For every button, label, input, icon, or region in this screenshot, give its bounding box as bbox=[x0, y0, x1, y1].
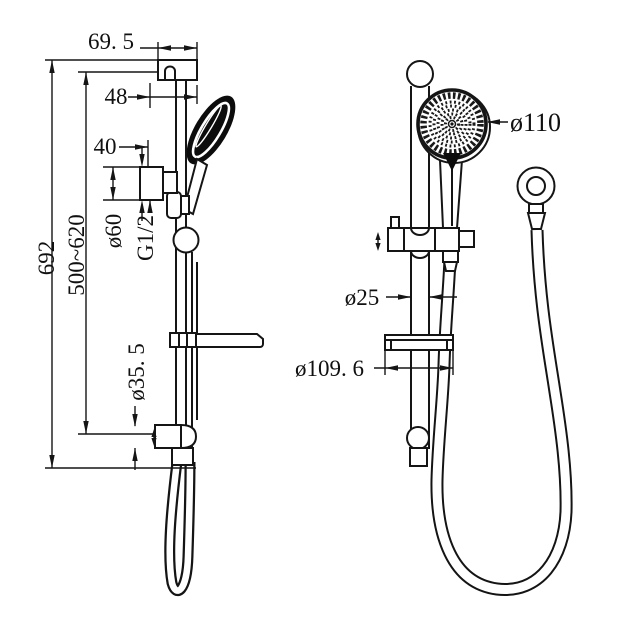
arrowhead bbox=[132, 448, 138, 461]
arrowhead bbox=[184, 45, 197, 51]
bracket-top-dip bbox=[410, 227, 430, 236]
wall-bracket-block-side bbox=[139, 166, 164, 201]
rail-bottom-stub bbox=[409, 447, 428, 467]
arrowhead bbox=[83, 421, 89, 434]
soap-dish-side bbox=[195, 333, 264, 348]
soap-dish-front bbox=[384, 334, 454, 351]
shower-head-front bbox=[416, 88, 491, 171]
dim-total-height: 692 bbox=[34, 241, 59, 276]
top-wall-bracket-side bbox=[157, 59, 198, 81]
elbow-stem bbox=[528, 203, 544, 214]
arrowhead bbox=[151, 438, 157, 446]
hose-front-outer bbox=[430, 229, 573, 596]
elbow-nut bbox=[526, 212, 547, 230]
side-view bbox=[139, 59, 264, 597]
arrowhead bbox=[49, 455, 55, 468]
arrowhead bbox=[49, 60, 55, 73]
arrowhead bbox=[385, 365, 398, 371]
arrowhead bbox=[440, 365, 453, 371]
dim-bottom-bracket-diameter: ø35. 5 bbox=[124, 343, 149, 401]
dim-rail-adjustable-range: 500~620 bbox=[64, 214, 89, 295]
arrowhead bbox=[184, 94, 197, 100]
nozzle-ring-3 bbox=[436, 108, 468, 140]
arrowhead bbox=[429, 294, 442, 300]
dimension-lines bbox=[45, 42, 508, 470]
slider-knob-side bbox=[172, 226, 200, 254]
bottom-bracket-side bbox=[154, 424, 198, 449]
rail-hook-slot bbox=[164, 65, 176, 80]
dimension-labels: 69. 5 48 40 692 500~620 ø60 G1/2 ø35. 5 … bbox=[34, 29, 561, 401]
hand-shower-head-side bbox=[186, 95, 236, 165]
arrowhead bbox=[158, 45, 171, 51]
rail-top-cap bbox=[406, 60, 434, 88]
nozzle-ring-5 bbox=[444, 116, 460, 132]
dimension-arrowheads bbox=[49, 45, 500, 468]
dim-rail-diameter: ø25 bbox=[345, 285, 380, 310]
nozzle-ring-4 bbox=[440, 112, 464, 136]
nozzle-ring-1 bbox=[428, 100, 476, 148]
dim-bracket-width: 40 bbox=[94, 134, 117, 159]
dim-top-bracket-depth: 69. 5 bbox=[88, 29, 134, 54]
dim-wall-to-rail: 48 bbox=[105, 84, 128, 109]
arrowhead bbox=[375, 232, 381, 240]
handle-stub-front bbox=[442, 250, 459, 263]
holder-cradle-side bbox=[166, 191, 182, 219]
arrowhead bbox=[147, 200, 153, 213]
dim-soap-dish-width: ø109. 6 bbox=[295, 356, 364, 381]
dish-clamp-side bbox=[169, 332, 197, 348]
bracket-tab-front bbox=[458, 230, 475, 248]
arrowhead bbox=[487, 119, 500, 125]
hose-nut-front bbox=[442, 261, 459, 272]
dim-bracket-diameter: ø60 bbox=[101, 214, 126, 249]
hose-nut-side bbox=[171, 447, 194, 466]
wall-elbow-front bbox=[516, 166, 556, 230]
bracket-body-front bbox=[387, 227, 460, 252]
arrowhead bbox=[83, 72, 89, 85]
arrowhead bbox=[137, 94, 150, 100]
hose-front-inner bbox=[432, 229, 571, 594]
arrowhead bbox=[375, 243, 381, 251]
arrowhead bbox=[139, 200, 145, 213]
dim-head-diameter: ø110 bbox=[510, 108, 561, 137]
head-pivot-front bbox=[443, 153, 461, 171]
front-view bbox=[384, 60, 573, 596]
arrowhead bbox=[135, 144, 148, 150]
nozzle-ring-2 bbox=[432, 104, 472, 144]
arrowhead bbox=[398, 294, 411, 300]
dim-thread-size: G1/2 bbox=[133, 215, 158, 261]
arrowhead bbox=[151, 429, 157, 437]
arrowhead bbox=[132, 414, 138, 427]
slider-bracket-front bbox=[387, 216, 475, 272]
arrowhead bbox=[110, 167, 116, 180]
arrowhead bbox=[110, 187, 116, 200]
thread-neck-side bbox=[162, 171, 178, 194]
head-center-dot bbox=[450, 122, 454, 126]
arrowhead bbox=[139, 154, 145, 167]
nozzle-outer-ring bbox=[420, 92, 484, 156]
rail-bottom-cap bbox=[406, 426, 430, 450]
bracket-bottom-bump bbox=[410, 250, 430, 259]
hose-loop-side-inner bbox=[166, 461, 194, 594]
elbow-ring-inner bbox=[526, 176, 546, 196]
